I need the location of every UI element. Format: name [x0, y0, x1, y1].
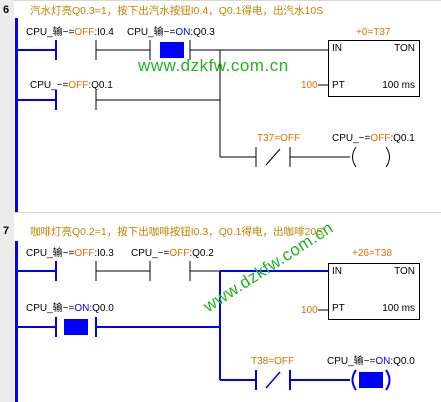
contact-label-q01: CPU_~=OFF:Q0.1 [30, 80, 113, 91]
network-separator [14, 212, 441, 213]
timer-current-value: +26=T38 [352, 248, 393, 259]
contact-i03[interactable] [55, 261, 97, 281]
contact-label-q00: CPU_输~=ON:Q0.0 [26, 303, 114, 314]
coil-label-q01: CPU_~=OFF:Q0.1 [332, 133, 415, 144]
network-6[interactable]: 6 汽水灯亮Q0.3=1，按下出汽水按钮I0.4，Q0.1得电，出汽水10S [0, 0, 441, 212]
timer-pt-pin: PT [332, 303, 345, 314]
contact-q01[interactable] [55, 90, 97, 110]
network-6-wires [18, 40, 390, 168]
timer-base: 100 ms [382, 303, 415, 314]
contact-t37-nc[interactable] [255, 147, 291, 167]
contact-label-q03: CPU_输~=ON:Q0.3 [127, 27, 215, 38]
timer-current-value: +0=T37 [356, 27, 391, 38]
contact-label-i03: CPU_输~=OFF:I0.3 [26, 248, 114, 259]
contact-label-t38: T38=OFF [251, 356, 295, 367]
network-number: 7 [3, 225, 10, 237]
timer-base: 100 ms [382, 80, 415, 91]
watermark: www.dzkfw.com.cn [138, 56, 289, 75]
timer-type: TON [394, 43, 415, 54]
timer-in-pin: IN [332, 43, 342, 54]
timer-pt-value: 100 [301, 305, 318, 316]
network-gutter [0, 0, 14, 402]
contact-label-q02: CPU_~=OFF:Q0.2 [131, 248, 214, 259]
contact-label-i04: CPU_输~=OFF:I0.4 [26, 27, 114, 38]
timer-type: TON [394, 266, 415, 277]
contact-q03[interactable] [149, 40, 191, 60]
power-rail [15, 241, 18, 402]
timer-pt-value: 100 [301, 80, 318, 91]
network-separator [14, 0, 441, 1]
network-comment[interactable]: 汽水灯亮Q0.3=1，按下出汽水按钮I0.4，Q0.1得电，出汽水10S [30, 5, 324, 17]
network-comment[interactable]: 咖啡灯亮Q0.2=1，按下出咖啡按钮I0.3，Q0.1得电，出咖啡20S [30, 226, 324, 238]
timer-block-t37[interactable]: IN TON PT 100 ms [328, 40, 420, 97]
coil-q01[interactable] [352, 146, 390, 168]
contact-q00[interactable] [55, 317, 97, 337]
network-number: 6 [3, 4, 10, 16]
power-rail [15, 18, 18, 212]
network-7[interactable]: 7 咖啡灯亮Q0.2=1，按下出咖啡按钮I0.3，Q0.1得电，出咖啡20S [0, 213, 441, 402]
contact-label-t37: T37=OFF [257, 133, 301, 144]
coil-q00[interactable] [351, 369, 391, 391]
contact-i04[interactable] [55, 40, 97, 60]
network-7-wires [18, 261, 391, 391]
timer-in-pin: IN [332, 266, 342, 277]
timer-pt-pin: PT [332, 80, 345, 91]
contact-q02[interactable] [149, 261, 191, 281]
contact-t38-nc[interactable] [255, 370, 291, 390]
timer-block-t38[interactable]: IN TON PT 100 ms [328, 263, 420, 320]
coil-label-q00: CPU_输~=ON:Q0.0 [327, 356, 415, 367]
